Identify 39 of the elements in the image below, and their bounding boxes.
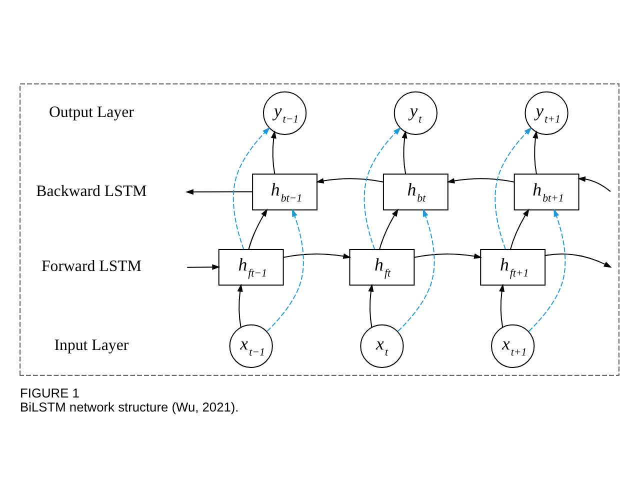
arrow — [446, 178, 515, 184]
arrow — [544, 252, 612, 268]
arrow — [398, 208, 435, 332]
label: Backward LSTM — [36, 182, 147, 200]
arrow — [402, 130, 408, 174]
diagram-title: FIGURE 1 — [20, 385, 80, 400]
arrow — [316, 178, 384, 184]
arrow — [270, 130, 276, 174]
node-circle: x$_{t+1}$ — [491, 324, 535, 368]
arrow — [510, 208, 530, 250]
node-box: h$_{ft}$ — [349, 248, 415, 286]
node-circle: x$_{t}$ — [360, 324, 404, 368]
arrow — [499, 283, 505, 328]
arrow — [528, 208, 566, 332]
arrow — [368, 283, 374, 328]
arrow — [379, 208, 398, 250]
arrow — [494, 126, 532, 250]
label: Output Layer — [48, 103, 134, 120]
cluster — [20, 82, 620, 376]
arrow — [237, 283, 243, 328]
node-box: h$_{bt}$ — [382, 173, 448, 210]
node-circle: x$_{t−1}$ — [229, 324, 273, 368]
arrow — [186, 188, 253, 194]
arrow — [266, 208, 304, 332]
node-box: h$_{bt+1}$ — [514, 173, 580, 210]
arrow — [532, 130, 538, 174]
arrow — [414, 252, 482, 258]
arrow — [283, 252, 352, 258]
arrow — [248, 208, 268, 250]
arrow — [186, 264, 220, 270]
node-box: h$_{ft−1}$ — [218, 248, 284, 286]
arrow — [232, 126, 270, 250]
label: Input Layer — [54, 336, 129, 354]
arrow — [578, 176, 611, 192]
node-box: h$_{bt−1}$ — [252, 173, 318, 210]
caption: BiLSTM network structure (Wu, 2021). — [20, 399, 239, 414]
label: Forward LSTM — [41, 258, 142, 275]
arrow — [364, 126, 401, 250]
node-box: h$_{ft+1}$ — [480, 248, 546, 286]
